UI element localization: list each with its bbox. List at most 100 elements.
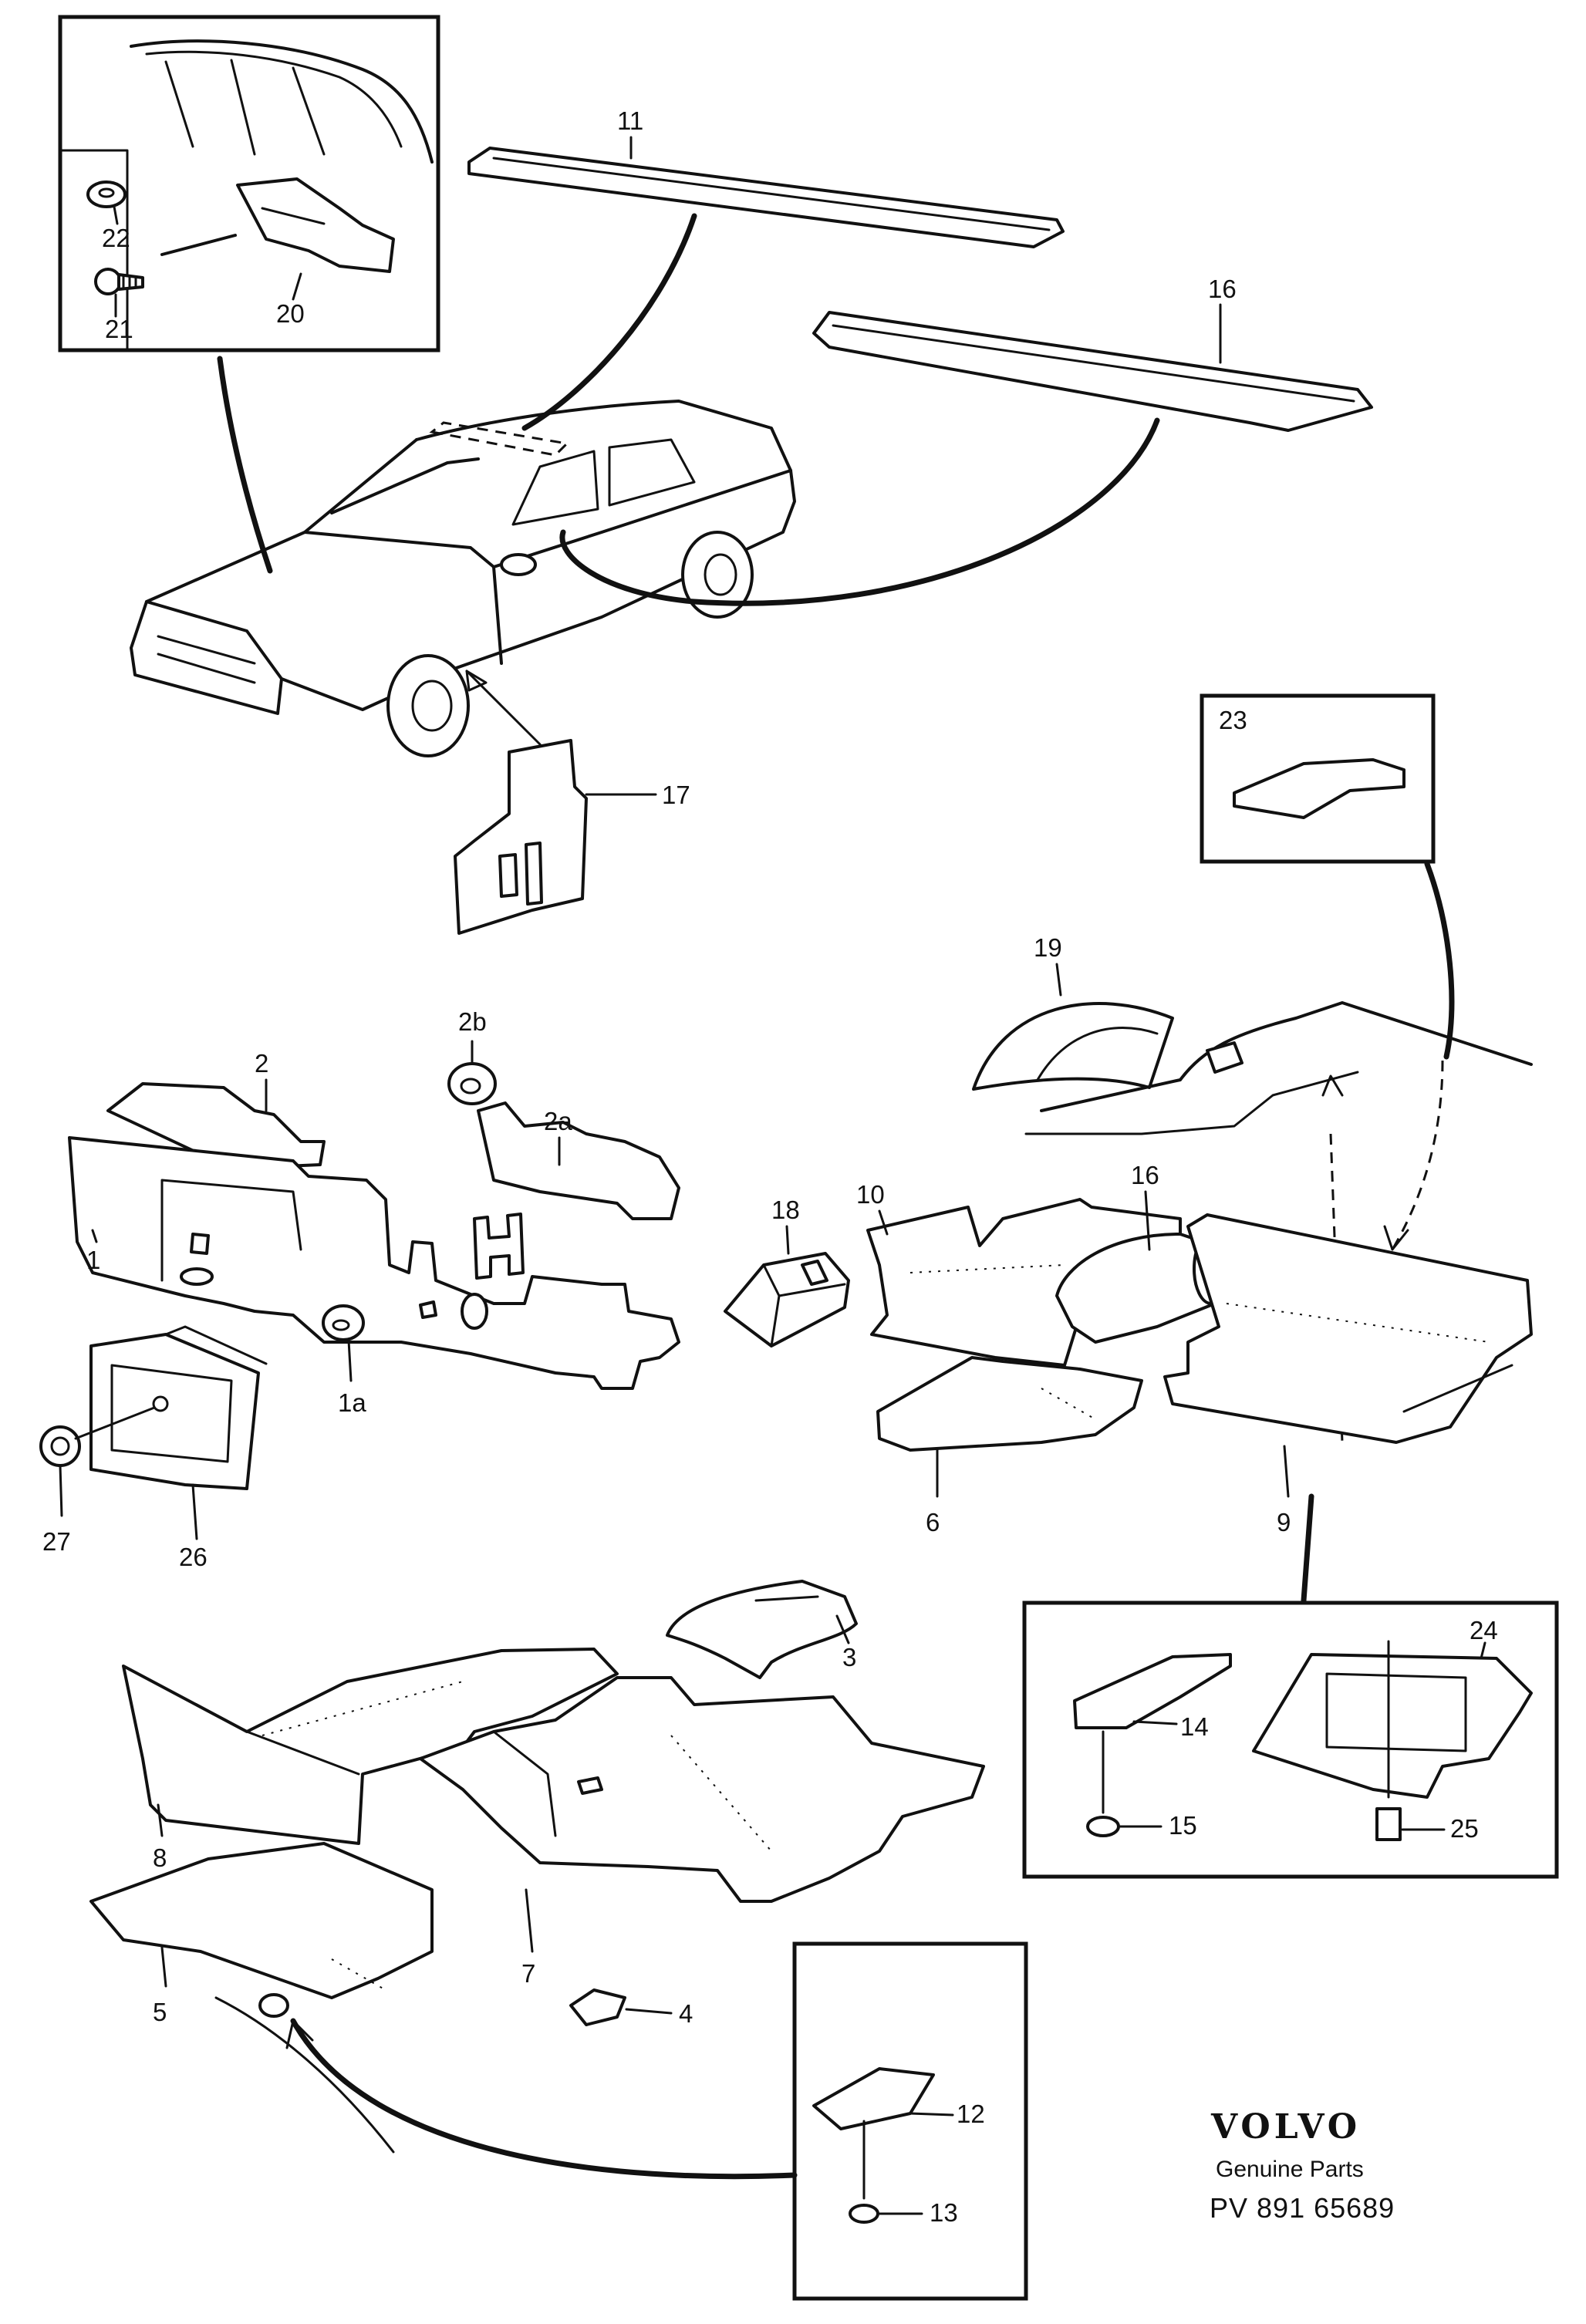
car-windshield (303, 438, 480, 534)
car-side-line (280, 469, 796, 711)
firewall-hole-1 (190, 1233, 210, 1255)
hood-rib (145, 50, 403, 148)
car-front-fascia (130, 600, 283, 715)
pad-26-hole (152, 1395, 169, 1412)
pad-26-edge (164, 1325, 268, 1365)
leader-roof-to-car (521, 213, 697, 431)
part-4-plug: 4 (569, 1988, 693, 2028)
leader-shelf-to-car (559, 417, 1160, 606)
leader-5 (160, 1946, 167, 1988)
volvo-logo: VOLVO (1210, 2107, 1361, 2147)
arrow-12-13 (285, 2019, 314, 2049)
rear-shelf-insulation (812, 311, 1373, 432)
pillar-slot-2 (525, 842, 543, 906)
leader-12 (909, 2112, 954, 2117)
fastener-25-icon (1375, 1807, 1402, 1841)
leader-8 (157, 1803, 164, 1837)
car-rear-wheel (681, 531, 754, 619)
hood-outline (130, 39, 434, 164)
leader-3 (835, 1614, 850, 1644)
grommet-hole (460, 1078, 481, 1095)
leader-9 (1283, 1445, 1290, 1498)
grommet-icon (447, 1062, 497, 1105)
leader-1a (347, 1339, 353, 1382)
arrow-9-up (1321, 1074, 1344, 1097)
inset-hood-insulation: 22 21 20 (58, 15, 440, 352)
car-body-illustration (130, 213, 1160, 757)
firewall-oval-hole (180, 1267, 214, 1286)
leader-1 (91, 1229, 98, 1243)
firewall-insulation-2a (477, 1101, 680, 1220)
car-roof-line (415, 400, 792, 472)
inset-parts-12-13: 12 13 (285, 1941, 1028, 2301)
car-front-hub (411, 680, 453, 732)
part-24-inner (1325, 1672, 1467, 1752)
part-2b-grommet: 2b (447, 1007, 497, 1105)
firewall-round-hole (461, 1293, 488, 1330)
pillar-slot-1 (498, 853, 518, 898)
hood-insulation-pad (236, 177, 395, 273)
clip-1a-icon (322, 1304, 365, 1341)
callout-10: 10 (856, 1180, 885, 1209)
callout-5: 5 (153, 1998, 167, 2026)
callout-3: 3 (842, 1643, 856, 1671)
part-11-roof-strip: 11 (467, 106, 1065, 248)
callout-1: 1 (86, 1246, 100, 1274)
carpet-7-tab (577, 1776, 603, 1795)
callout-2a: 2a (544, 1107, 572, 1135)
nut-15-icon (1086, 1816, 1120, 1837)
car-rear-hub (704, 553, 737, 596)
tunnel-block (724, 1252, 850, 1348)
part-1-2-firewall: 2 1 2a (68, 1049, 680, 1390)
carpet-7-edge (492, 1730, 557, 1837)
callout-13: 13 (930, 2198, 958, 2227)
arrow-17 (465, 670, 488, 692)
callout-17: 17 (662, 781, 690, 809)
leader-16-floor (1144, 1190, 1151, 1251)
leader-22 (113, 205, 119, 225)
firewall-insulation-1 (68, 1136, 680, 1390)
leader-to-inset-14 (1301, 1493, 1314, 1604)
pad-26 (89, 1333, 260, 1490)
firewall-h-cutout (473, 1213, 525, 1280)
callout-6: 6 (926, 1508, 940, 1536)
callout-12: 12 (957, 2100, 985, 2128)
leader-hood-to-car (217, 356, 273, 574)
carpet-9-edge (1402, 1364, 1513, 1413)
callout-8: 8 (153, 1843, 167, 1872)
callout-15: 15 (1169, 1811, 1197, 1840)
part-5-floor-mat: 5 (89, 1842, 434, 2154)
firewall-hole-2 (419, 1300, 437, 1319)
roof-strip-location (429, 421, 570, 457)
floor-plug-location (258, 1993, 289, 2018)
callout-7: 7 (521, 1959, 535, 1988)
leader-hood-pad (160, 234, 237, 256)
carpet-8-seam (262, 1681, 464, 1736)
part-12-pad (812, 2067, 935, 2130)
arrow-23 (1383, 1225, 1409, 1251)
callout-9: 9 (1277, 1508, 1291, 1536)
leader-20 (292, 272, 302, 301)
clip-1a-head (332, 1319, 350, 1331)
car-rear-window (608, 438, 696, 507)
leader-17-to-car (465, 670, 542, 746)
wheelhouse-curve (1036, 1027, 1159, 1081)
rear-carpet-9 (1163, 1213, 1533, 1444)
brand-block: VOLVO Genuine Parts PV 891 65689 (1210, 2107, 1394, 2224)
inset-part-23: 23 (1200, 693, 1455, 1251)
rear-floor-edge (1024, 1071, 1359, 1135)
plug-4-icon (569, 1988, 626, 2026)
callout-2b: 2b (458, 1007, 487, 1036)
carpet-8-edge (245, 1730, 360, 1776)
leader-24 (1480, 1641, 1486, 1660)
part-14-pad (1073, 1653, 1232, 1729)
callout-2: 2 (255, 1049, 268, 1078)
inset-frame-12-13 (792, 1941, 1028, 2301)
roof-insulation-strip (467, 147, 1065, 248)
part-23-pad (1233, 758, 1405, 819)
leader-4 (625, 2008, 673, 2015)
screw-thread (122, 275, 137, 290)
leader-27 (59, 1464, 63, 1517)
callout-23: 23 (1219, 706, 1247, 734)
